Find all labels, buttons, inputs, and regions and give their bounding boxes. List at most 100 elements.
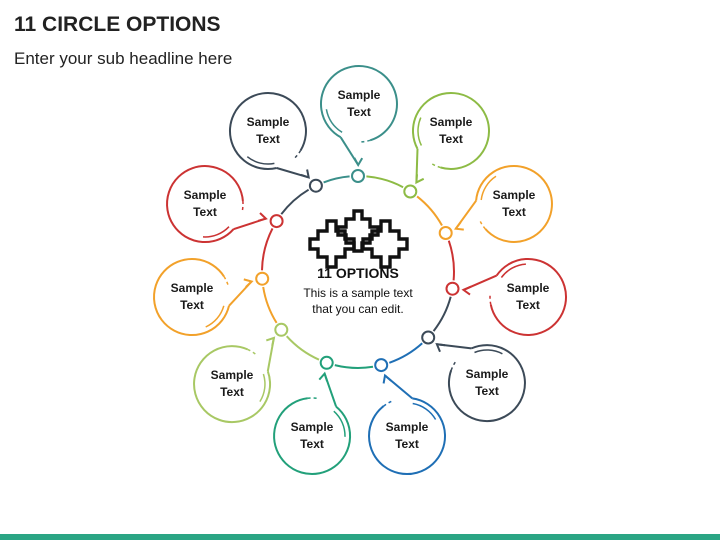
ring-node (274, 322, 289, 337)
center-description: This is a sample text that you can edit. (288, 285, 428, 317)
bubble-inner-arc (259, 373, 266, 402)
bubble-inner-arc (205, 305, 225, 328)
ring-segment (261, 227, 274, 271)
option-label-line-1: Sample (246, 115, 290, 129)
option-label-line-1: Sample (506, 281, 550, 295)
ring-node (374, 358, 389, 373)
option-label-line-2: Text (439, 132, 463, 146)
ring-nodes (255, 169, 460, 373)
bubble-outline (229, 92, 307, 170)
bubble-outline (489, 258, 568, 336)
option-label-line-2: Text (475, 384, 499, 398)
option-bubble (229, 92, 311, 179)
bottom-accent-bar (0, 534, 720, 540)
option-label-line-2: Text (180, 298, 204, 312)
arrow-head (353, 157, 364, 168)
arrow-head (453, 221, 464, 231)
option-bubble (412, 92, 490, 185)
arrow-head (435, 342, 446, 353)
ring-segment (432, 296, 452, 332)
bubble-dash (450, 360, 457, 371)
bubble-outline (166, 165, 244, 244)
option-bubble (273, 371, 352, 475)
bubble-inner-arc (246, 156, 275, 165)
ring-segment (366, 175, 404, 189)
option-bubble (319, 65, 398, 168)
ring-segment (285, 335, 320, 361)
option-label-line-2: Text (347, 105, 371, 119)
option-label-line-2: Text (502, 205, 526, 219)
option-label-line-2: Text (220, 385, 244, 399)
arrow-head (300, 169, 311, 179)
center-ring (261, 175, 455, 369)
bubble-outline (412, 92, 490, 170)
ring-node (445, 281, 460, 296)
ring-segment (334, 364, 374, 369)
gears-icon (308, 209, 409, 269)
bubble-dash (359, 139, 371, 143)
ring-node (403, 184, 418, 199)
bubble-inner-arc (417, 117, 423, 146)
bubble-inner-arc (333, 410, 346, 437)
bubble-dash (223, 276, 230, 287)
bubble-inner-arc (202, 226, 230, 238)
bubble-dash (247, 348, 258, 356)
ring-segment (447, 240, 455, 281)
option-bubble (153, 258, 254, 337)
option-label-line-1: Sample (210, 368, 254, 382)
option-bubbles (153, 65, 568, 475)
ring-node (269, 214, 284, 229)
option-label-line-1: Sample (290, 420, 334, 434)
option-bubble (166, 165, 268, 244)
ring-node (255, 271, 270, 286)
option-label-line-2: Text (516, 298, 540, 312)
option-label-line-2: Text (256, 132, 280, 146)
ring-node (319, 355, 334, 370)
arrow-head (243, 278, 254, 288)
bubble-inner-arc (325, 109, 343, 133)
bubble-outline (319, 65, 398, 142)
bubble-dash (383, 400, 394, 407)
arrow-head (318, 371, 329, 382)
bubble-inner-arc (480, 175, 497, 201)
bubble-dash (430, 162, 441, 169)
center-text-line-2: that you can edit. (312, 302, 404, 316)
bubble-outline (448, 344, 526, 423)
option-label-line-2: Text (395, 437, 419, 451)
option-bubble (435, 342, 526, 423)
option-label-line-1: Sample (385, 420, 429, 434)
bubble-inner-arc (412, 402, 437, 420)
option-label-line-2: Text (300, 437, 324, 451)
bubble-inner-arc (474, 349, 503, 355)
bubble-dash (478, 219, 486, 230)
option-bubble (193, 336, 276, 424)
bubble-outline (153, 258, 230, 337)
center-heading: 11 OPTIONS (317, 265, 399, 281)
arrow-head (461, 285, 472, 296)
option-label-line-1: Sample (183, 188, 227, 202)
option-label-line-1: Sample (465, 367, 509, 381)
ring-node (438, 226, 453, 240)
arrow-head (415, 174, 425, 185)
option-label-line-1: Sample (337, 88, 381, 102)
option-label-line-1: Sample (170, 281, 214, 295)
option-label-line-2: Text (193, 205, 217, 219)
ring-segment (323, 175, 350, 184)
center-text-line-1: This is a sample text (303, 286, 413, 300)
bubble-outline (273, 397, 352, 475)
bubble-outline (475, 164, 553, 243)
bubble-outline (193, 345, 271, 424)
bubble-outline (368, 397, 446, 475)
ring-segment (416, 195, 443, 226)
option-bubble (461, 258, 568, 336)
ring-node (421, 330, 436, 345)
